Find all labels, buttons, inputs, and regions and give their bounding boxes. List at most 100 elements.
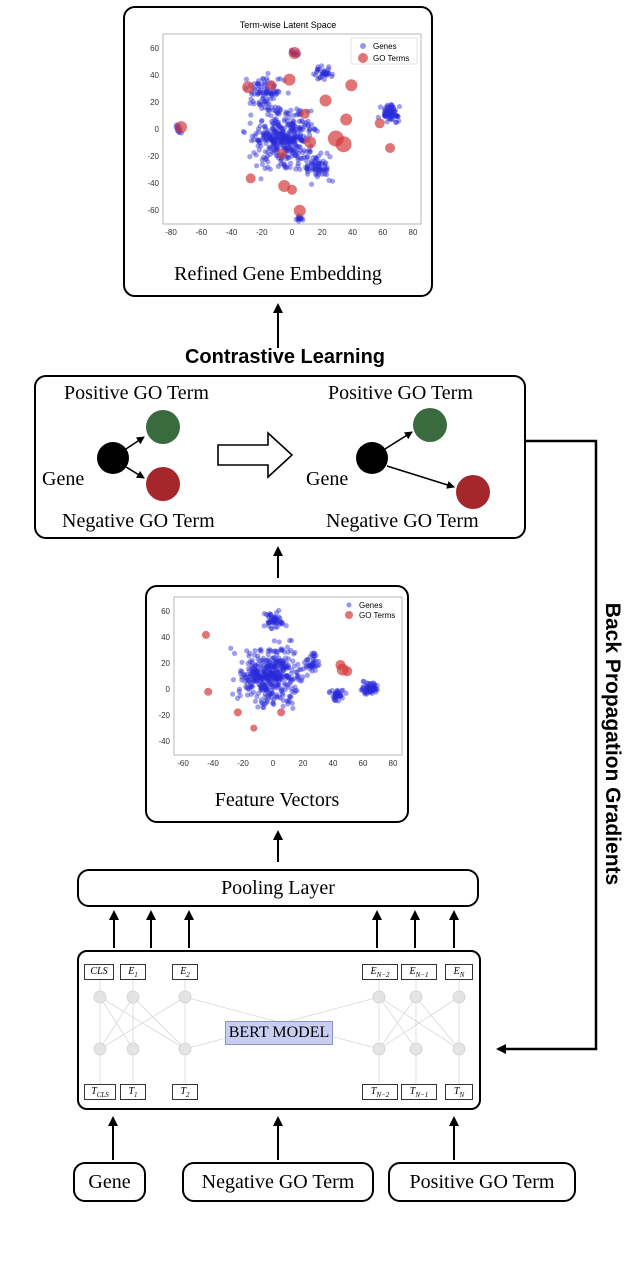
- gene-point: [256, 139, 262, 145]
- gene-point: [297, 124, 304, 131]
- gene-point: [271, 662, 277, 669]
- gene-point: [336, 690, 342, 696]
- gene-point: [304, 164, 310, 171]
- go-term-point: [385, 143, 396, 153]
- gene-point: [268, 89, 274, 96]
- gene-point: [367, 685, 373, 691]
- gene-point: [299, 215, 305, 221]
- gene-point: [276, 141, 282, 147]
- gene-point: [298, 126, 304, 133]
- gene-point: [293, 687, 299, 694]
- gene-point: [301, 154, 307, 160]
- gene-point: [269, 690, 275, 696]
- gene-point: [283, 672, 290, 679]
- gene-point: [268, 611, 274, 618]
- gene-point: [270, 147, 276, 153]
- gene-point: [266, 670, 272, 676]
- gene-point: [263, 674, 269, 680]
- gene-point: [265, 663, 272, 670]
- gene-point: [272, 624, 279, 630]
- gene-point: [258, 664, 265, 670]
- gene-point: [255, 143, 261, 149]
- gene-point: [275, 122, 281, 128]
- gene-point: [387, 112, 393, 118]
- gene-point: [268, 664, 275, 671]
- gene-point: [277, 142, 284, 148]
- gene-point: [270, 655, 277, 662]
- gene-point: [271, 672, 277, 678]
- gene-point: [271, 122, 277, 129]
- gene-point: [268, 682, 274, 688]
- gene-point: [269, 134, 276, 140]
- gene-point: [252, 674, 259, 681]
- gene-point: [334, 689, 340, 696]
- gene-point: [259, 685, 265, 692]
- gene-point: [260, 659, 266, 665]
- gene-point: [255, 667, 261, 673]
- gene-point: [312, 159, 318, 165]
- gene-point: [267, 96, 273, 102]
- gene-point: [272, 663, 278, 669]
- gene-point: [257, 647, 263, 653]
- gene-point: [255, 690, 262, 696]
- gene-point: [247, 684, 254, 690]
- gene-point: [327, 154, 333, 160]
- gene-point: [248, 691, 254, 697]
- gene-point: [266, 676, 273, 682]
- gene-point: [244, 674, 250, 680]
- gene-point: [300, 666, 306, 672]
- gene-point: [326, 690, 332, 696]
- gene-point: [388, 112, 395, 118]
- gene-point: [273, 670, 279, 676]
- gene-point: [264, 130, 270, 136]
- gene-point: [252, 133, 258, 139]
- gene-point: [273, 133, 280, 139]
- gene-point: [329, 73, 335, 80]
- gene-point: [256, 673, 262, 679]
- gene-point: [314, 163, 320, 169]
- gene-point: [334, 687, 340, 693]
- gene-point: [386, 110, 392, 116]
- gene-point: [239, 677, 245, 683]
- gene-point: [278, 620, 284, 626]
- gene-point: [255, 661, 261, 667]
- gene-point: [246, 653, 252, 659]
- gene-point: [374, 682, 380, 689]
- gene-point: [282, 136, 288, 142]
- gene-point: [270, 681, 276, 687]
- gene-point: [316, 167, 323, 173]
- gene-point: [277, 675, 284, 681]
- gene-point: [272, 648, 278, 654]
- gene-point: [247, 100, 253, 106]
- gene-point: [312, 171, 319, 177]
- gene-point: [309, 161, 315, 167]
- gene-point: [329, 71, 336, 77]
- gene-point: [257, 89, 264, 95]
- gene-point: [288, 136, 294, 142]
- input-gene: Gene: [73, 1162, 146, 1202]
- gene-point: [265, 89, 271, 95]
- gene-point: [270, 616, 276, 622]
- gene-point: [262, 682, 269, 688]
- gene-point: [280, 138, 286, 144]
- gene-point: [273, 140, 279, 146]
- gene-point: [386, 116, 392, 122]
- y-tick: 40: [150, 71, 159, 80]
- gene-point: [282, 664, 288, 670]
- gene-point: [253, 163, 260, 169]
- gene-point: [300, 149, 306, 156]
- gene-point: [289, 121, 295, 127]
- gene-point: [277, 695, 283, 701]
- gene-point: [285, 697, 291, 704]
- gene-point: [262, 691, 268, 697]
- gene-point: [279, 137, 285, 143]
- gene-point: [270, 139, 276, 145]
- gene-point: [282, 135, 289, 141]
- feature-vectors-caption: Feature Vectors: [214, 789, 340, 811]
- gene-point: [284, 133, 290, 139]
- gene-point: [264, 91, 271, 97]
- gene-point: [325, 66, 332, 72]
- gene-point: [270, 700, 276, 706]
- gene-point: [273, 610, 280, 616]
